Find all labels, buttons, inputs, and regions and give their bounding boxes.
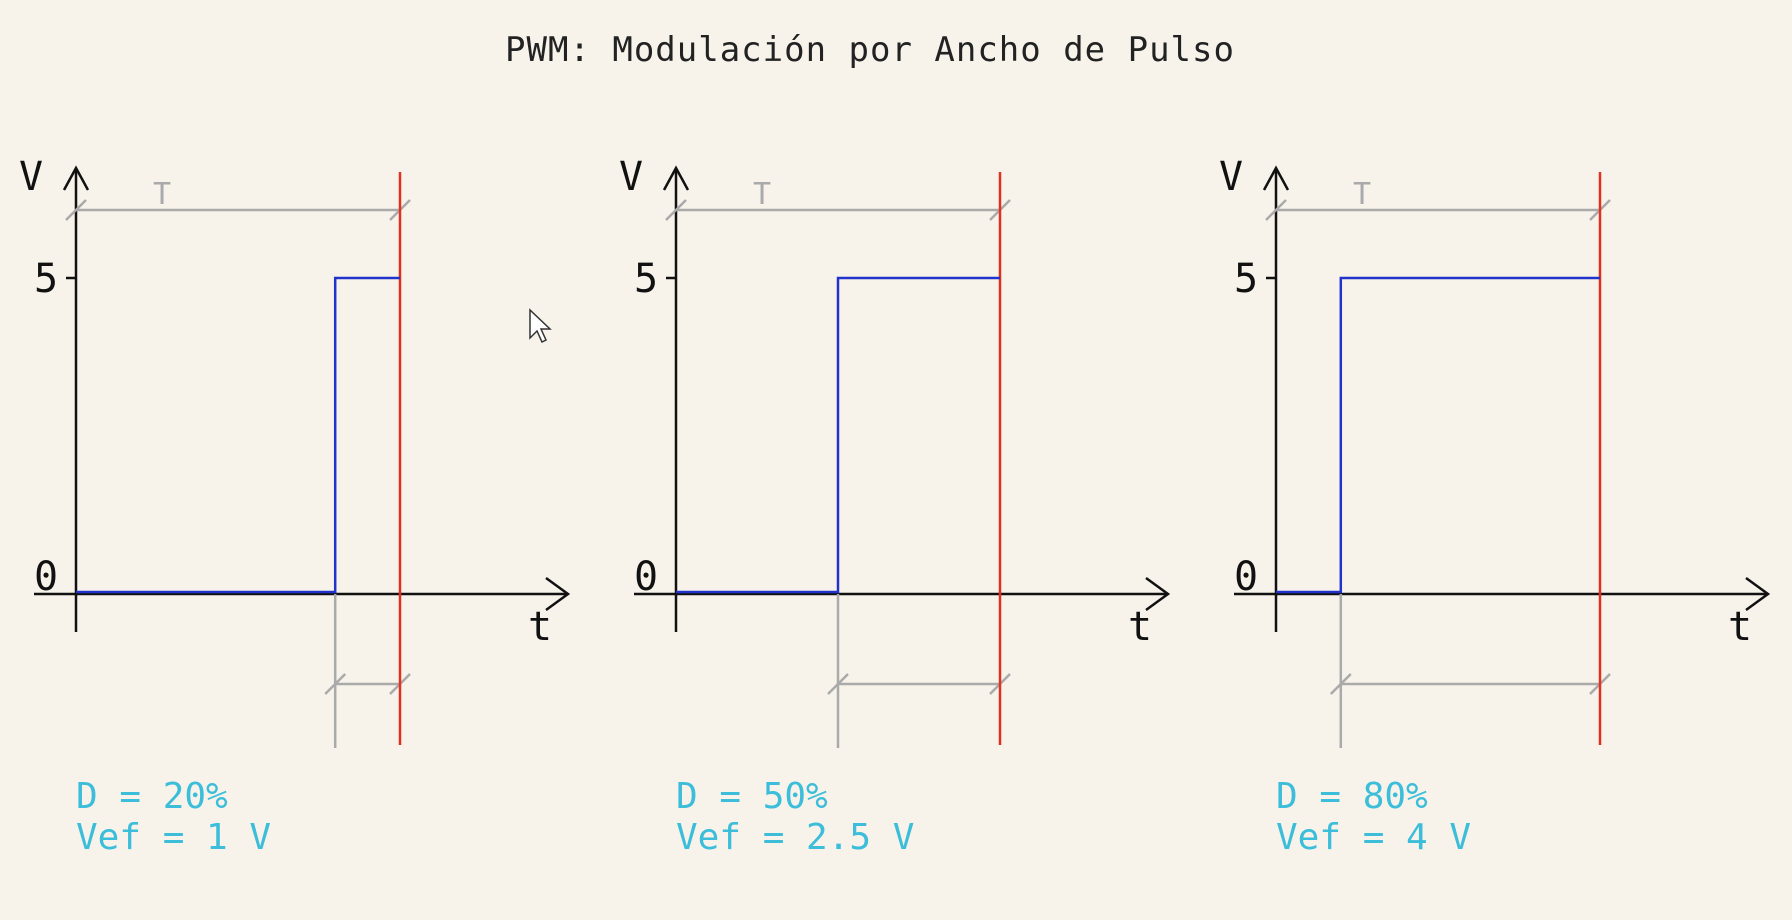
x-axis-arrow bbox=[1745, 576, 1771, 612]
y-axis-arrow bbox=[662, 165, 690, 191]
high-level-label: 5 bbox=[1234, 256, 1258, 302]
effective-voltage-label: Vef = 2.5 V bbox=[676, 817, 914, 858]
period-tick-left bbox=[665, 199, 687, 221]
duty-cycle-label: D = 50% bbox=[676, 776, 828, 817]
x-axis-label: t bbox=[1128, 604, 1152, 650]
y-axis-label: V bbox=[619, 154, 643, 200]
pulse-tick-left bbox=[827, 673, 849, 695]
mouse-cursor-icon bbox=[529, 308, 552, 344]
effective-voltage-label: Vef = 4 V bbox=[1276, 817, 1471, 858]
x-axis-label: t bbox=[528, 604, 552, 650]
pwm-panel-2: Vt 5 0 T D = 50%Vef = 2.5 V bbox=[619, 154, 1171, 858]
period-label: T bbox=[753, 177, 771, 212]
pulse-tick-left bbox=[1329, 673, 1352, 695]
duty-cycle-label: D = 20% bbox=[76, 776, 228, 817]
high-level-label: 5 bbox=[34, 256, 58, 302]
x-axis-label: t bbox=[1728, 604, 1752, 650]
low-level-label: 0 bbox=[634, 554, 658, 600]
high-level-label: 5 bbox=[634, 256, 658, 302]
pwm-panel-3: Vt 5 0 T D = 80%Vef = 4 V bbox=[1219, 154, 1771, 858]
pwm-signal bbox=[1276, 276, 1600, 594]
low-level-label: 0 bbox=[34, 554, 58, 600]
duty-cycle-label: D = 80% bbox=[1276, 776, 1428, 817]
period-label: T bbox=[1353, 177, 1371, 212]
pwm-signal bbox=[676, 276, 1000, 594]
effective-voltage-label: Vef = 1 V bbox=[76, 817, 271, 858]
pulse-tick-left bbox=[324, 673, 347, 695]
pwm-signal bbox=[76, 276, 400, 594]
y-axis-label: V bbox=[19, 154, 43, 200]
x-axis-arrow bbox=[1145, 576, 1171, 612]
period-label: T bbox=[153, 177, 171, 212]
x-axis-arrow bbox=[545, 576, 571, 612]
period-tick-left bbox=[65, 199, 87, 221]
y-axis-arrow bbox=[62, 165, 90, 191]
period-tick-left bbox=[1265, 199, 1287, 221]
pwm-panel-1: Vt 5 0 T D = 20%Vef = 1 V bbox=[19, 154, 571, 858]
page-title: PWM: Modulación por Ancho de Pulso bbox=[505, 30, 1235, 70]
low-level-label: 0 bbox=[1234, 554, 1258, 600]
y-axis-arrow bbox=[1262, 165, 1290, 191]
y-axis-label: V bbox=[1219, 154, 1243, 200]
